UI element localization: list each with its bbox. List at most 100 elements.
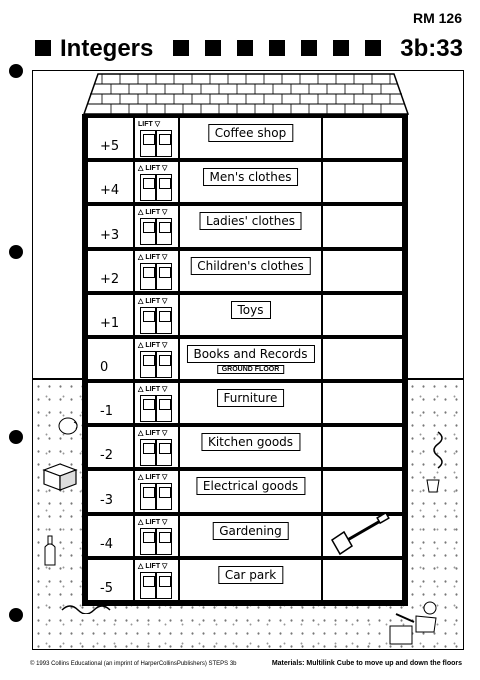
lift-cell: △ LIFT ▽ bbox=[135, 338, 180, 380]
lift-doors-icon bbox=[140, 571, 172, 599]
floor-number: -1 bbox=[100, 404, 113, 420]
floor-number-cell: +2 bbox=[88, 250, 135, 291]
floor-row: +3 △ LIFT ▽ Ladies' clothes bbox=[88, 206, 402, 251]
lift-label: LIFT bbox=[145, 253, 161, 261]
floor-number-cell: -1 bbox=[88, 383, 135, 424]
lift-sign: LIFT ▽ bbox=[138, 121, 161, 128]
square-bullet-icon bbox=[173, 40, 189, 56]
ground-floor-sign: GROUND FLOOR bbox=[216, 364, 285, 374]
square-bullet-icon bbox=[35, 40, 51, 56]
lift-sign: △ LIFT ▽ bbox=[138, 209, 168, 217]
title-bar: Integers 3b:33 bbox=[33, 34, 463, 64]
lift-sign: △ LIFT ▽ bbox=[138, 474, 168, 482]
department-sign: Toys bbox=[230, 300, 271, 319]
jug-icon bbox=[58, 417, 78, 435]
floor-number-cell: +3 bbox=[88, 206, 135, 247]
floor-row: +5 LIFT ▽ Coffee shop bbox=[88, 118, 402, 163]
floor-number-cell: 0 bbox=[88, 338, 135, 380]
floor-row: +2 △ LIFT ▽ Children's clothes bbox=[88, 250, 402, 295]
floor-number: -2 bbox=[100, 448, 113, 464]
floor-number: -5 bbox=[100, 580, 113, 596]
lift-label: LIFT bbox=[145, 430, 161, 438]
bottle-icon bbox=[44, 535, 56, 566]
floor-number: -3 bbox=[100, 492, 113, 508]
lift-label: LIFT bbox=[145, 209, 161, 217]
punch-hole-icon bbox=[9, 64, 23, 78]
lift-cell: △ LIFT ▽ bbox=[135, 383, 180, 424]
department-sign: Books and Records bbox=[186, 344, 315, 363]
lift-cell: △ LIFT ▽ bbox=[135, 250, 180, 291]
lift-cell: △ LIFT ▽ bbox=[135, 515, 180, 556]
lift-doors-icon bbox=[140, 395, 172, 423]
square-bullet-icon bbox=[237, 40, 253, 56]
lift-cell: △ LIFT ▽ bbox=[135, 471, 180, 512]
digging-worker-icon bbox=[389, 601, 437, 645]
cup-icon bbox=[426, 479, 440, 493]
copyright-line: © 1993 Collins Educational (an imprint o… bbox=[30, 661, 237, 667]
department-cell: Gardening bbox=[180, 515, 323, 556]
page-ref: 3b:33 bbox=[400, 35, 463, 62]
lift-sign: △ LIFT ▽ bbox=[138, 430, 168, 438]
page-title: Integers bbox=[60, 35, 154, 62]
lift-label: LIFT bbox=[145, 386, 161, 394]
lift-sign: △ LIFT ▽ bbox=[138, 165, 168, 173]
lift-label: LIFT bbox=[145, 474, 161, 482]
floor-number-cell: -5 bbox=[88, 559, 135, 600]
floor-row: +1△ LIFT ▽ Toys bbox=[88, 294, 402, 339]
worm-icon bbox=[433, 431, 443, 469]
spade-icon bbox=[331, 512, 390, 556]
lift-cell: △ LIFT ▽ bbox=[135, 294, 180, 335]
department-cell: Furniture bbox=[180, 383, 323, 424]
department-sign: Coffee shop bbox=[207, 124, 294, 142]
floor-number-cell: +1 bbox=[88, 294, 135, 335]
tiled-roof bbox=[82, 73, 410, 115]
floor-row: -3△ LIFT ▽Electrical goods bbox=[88, 471, 402, 516]
lift-sign: △ LIFT ▽ bbox=[138, 386, 168, 394]
square-bullet-icon bbox=[333, 40, 349, 56]
lift-doors-icon bbox=[140, 483, 172, 511]
lift-cell: LIFT ▽ bbox=[135, 118, 180, 159]
lift-label: LIFT bbox=[145, 165, 161, 173]
worksheet-frame bbox=[32, 70, 464, 650]
department-sign: Gardening bbox=[212, 521, 289, 540]
floor-row: -5△ LIFT ▽Car park bbox=[88, 559, 402, 604]
lift-sign: △ LIFT ▽ bbox=[138, 297, 168, 305]
department-sign: Ladies' clothes bbox=[199, 212, 302, 231]
floor-row: -4△ LIFT ▽Gardening bbox=[88, 515, 402, 560]
lift-doors-icon bbox=[140, 350, 172, 378]
department-cell: Toys bbox=[180, 294, 323, 335]
punch-hole-icon bbox=[9, 430, 23, 444]
square-bullet-icon bbox=[269, 40, 285, 56]
lift-label: LIFT bbox=[145, 518, 161, 526]
floor-number: 0 bbox=[100, 360, 109, 376]
department-sign: Furniture bbox=[216, 389, 285, 408]
floor-number: +5 bbox=[100, 139, 120, 155]
worm-icon bbox=[61, 605, 111, 614]
materials-note: Materials: Multilink Cube to move up and… bbox=[271, 660, 462, 667]
department-sign: Kitchen goods bbox=[200, 433, 301, 452]
sheet-code: RM 126 bbox=[412, 10, 462, 26]
department-sign: Children's clothes bbox=[190, 256, 311, 275]
lift-label: LIFT bbox=[145, 562, 161, 570]
lift-label: LIFT bbox=[145, 341, 161, 349]
lift-doors-icon bbox=[140, 174, 172, 202]
square-bullet-icon bbox=[365, 40, 381, 56]
lift-doors-icon bbox=[140, 218, 172, 246]
department-cell: Car park bbox=[180, 559, 323, 600]
lift-sign: △ LIFT ▽ bbox=[138, 341, 168, 349]
punch-hole-icon bbox=[9, 245, 23, 259]
lift-doors-icon bbox=[140, 130, 172, 157]
lift-cell: △ LIFT ▽ bbox=[135, 162, 180, 203]
lift-label: LIFT bbox=[138, 121, 153, 128]
floor-row: -2 △ LIFT ▽ Kitchen goods bbox=[88, 427, 402, 472]
lift-cell: △ LIFT ▽ bbox=[135, 427, 180, 468]
floor-number: +2 bbox=[100, 271, 120, 287]
floor-number: +4 bbox=[100, 183, 120, 199]
floor-number-cell: -3 bbox=[88, 471, 135, 512]
floor-number-cell: -2 bbox=[88, 427, 135, 468]
floor-number: +3 bbox=[100, 227, 120, 243]
lift-doors-icon bbox=[140, 527, 172, 555]
